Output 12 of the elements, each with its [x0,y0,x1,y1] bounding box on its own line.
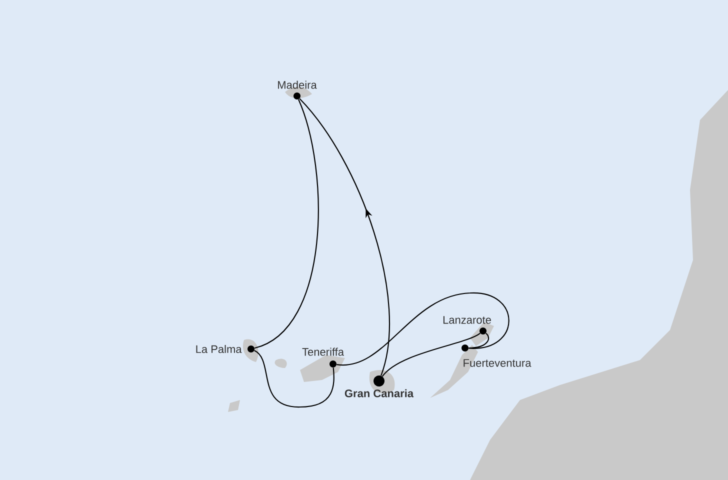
place-label: La Palma [196,344,242,354]
place-label: Fuerteventura [464,359,532,367]
route-line [382,332,480,377]
route-line [299,98,390,376]
route-line [254,350,334,408]
route-line [468,332,490,349]
place-label: Gran Canaria [344,389,414,398]
route-line [336,292,510,366]
place-label: Lanzarote [443,316,491,324]
route-line [254,99,319,349]
place-label: Teneriffa [302,348,344,356]
place-label: Madeira [278,80,317,89]
